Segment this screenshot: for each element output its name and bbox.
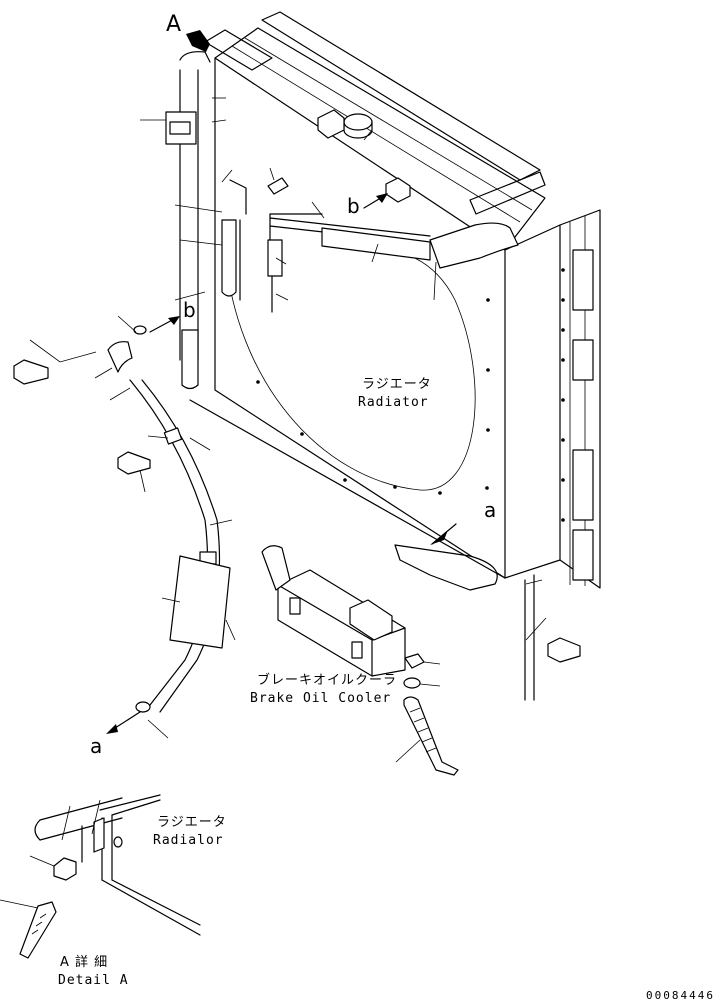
left-pipe-assembly	[165, 51, 323, 390]
radiator-core	[189, 11, 601, 591]
route-a-right-label: a	[484, 498, 497, 522]
right-wire	[430, 523, 581, 701]
brake-oil-cooler-label-jp: ブレーキオイルクーラ	[257, 673, 398, 688]
detail-a-arrow	[186, 30, 210, 52]
detail-radiator-label-en: Radialor	[153, 833, 224, 848]
drain-hose	[13, 325, 231, 734]
detail-a-marker: A	[166, 12, 182, 37]
arrow-b-upper	[363, 193, 388, 209]
leader-lines	[29, 97, 547, 763]
arrow-b-lower	[149, 316, 180, 333]
detail-a-title-jp: A 詳 細	[60, 955, 109, 970]
radiator-label-en: Radiator	[358, 395, 429, 410]
detail-a-view	[0, 794, 201, 959]
route-b-lower-label: b	[183, 298, 196, 322]
route-b-upper-label: b	[347, 194, 360, 218]
detail-radiator-label-jp: ラジエータ	[157, 815, 227, 830]
brake-oil-cooler	[261, 545, 459, 776]
brake-oil-cooler-label-en: Brake Oil Cooler	[250, 691, 392, 706]
detail-a-title-en: Detail A	[58, 973, 129, 988]
radiator-label-jp: ラジエータ	[362, 377, 432, 392]
route-a-left-label: a	[90, 734, 103, 758]
drawing-number: 00084446	[646, 989, 715, 1002]
